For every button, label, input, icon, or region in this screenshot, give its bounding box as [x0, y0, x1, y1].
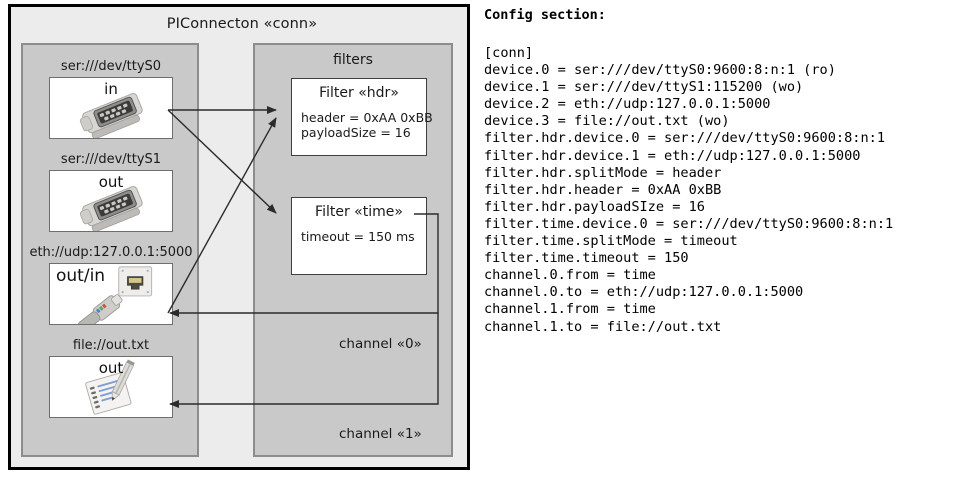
config-line: channel.0.to = eth://udp:127.0.0.1:5000 [484, 284, 804, 301]
channel-label-0: channel «0» [339, 336, 422, 352]
config-line: filter.time.device.0 = ser:///dev/ttyS0:… [484, 215, 894, 232]
device-box-ttys0[interactable]: in [49, 77, 173, 139]
config-line: channel.0.from = time [484, 267, 656, 284]
device-group-file: file://out.txt out [41, 338, 181, 418]
device-direction-label: out [98, 173, 124, 191]
device-caption: file://out.txt [72, 338, 150, 353]
config-line: device.3 = file://out.txt (wo) [484, 113, 730, 130]
device-direction-label: out [98, 359, 124, 377]
config-line: filter.hdr.header = 0xAA 0xBB [484, 181, 722, 198]
notepad-pencil-icon [85, 359, 135, 415]
config-heading: Config section: [484, 7, 606, 23]
filter-title: Filter «time» [315, 204, 403, 220]
filter-property: timeout = 150 ms [301, 229, 415, 244]
channel-label-1: channel «1» [339, 426, 422, 442]
device-box-file[interactable]: out [49, 356, 173, 418]
connector-container: PIConnecton «conn» ser:///dev/ttyS0 in [8, 4, 470, 470]
config-line: device.2 = eth://udp:127.0.0.1:5000 [484, 96, 771, 113]
device-direction-label: out/in [56, 266, 106, 286]
device-box-ttys1[interactable]: out [49, 170, 173, 232]
architecture-diagram: PIConnecton «conn» ser:///dev/ttyS0 in [0, 0, 478, 484]
devices-panel: ser:///dev/ttyS0 in [21, 43, 199, 457]
config-line: device.1 = ser:///dev/ttyS1:115200 (wo) [484, 79, 804, 96]
device-group-eth: eth://udp:127.0.0.1:5000 out/in [29, 245, 193, 325]
config-line: filter.hdr.splitMode = header [484, 164, 722, 181]
filter-property: payloadSize = 16 [301, 125, 411, 140]
device-caption: ser:///dev/ttyS0 [60, 59, 162, 74]
filter-properties: timeout = 150 ms [301, 229, 426, 244]
config-line: [conn] [484, 45, 534, 61]
config-line: filter.hdr.device.0 = ser:///dev/ttyS0:9… [484, 130, 886, 147]
config-line: device.0 = ser:///dev/ttyS0:9600:8:n:1 (… [484, 62, 836, 79]
config-line: filter.hdr.device.1 = eth://udp:127.0.0.… [484, 147, 861, 164]
filters-panel-title: filters [333, 52, 373, 68]
config-line: filter.time.splitMode = timeout [484, 233, 738, 250]
serial-port-icon [79, 93, 143, 138]
device-direction-label: in [104, 80, 118, 98]
filter-box-time[interactable]: Filter «time» timeout = 150 ms [291, 197, 427, 275]
config-line: channel.1.from = time [484, 301, 656, 318]
config-section: Config section: [conn]device.0 = ser:///… [484, 0, 964, 484]
device-caption: ser:///dev/ttyS1 [60, 152, 162, 167]
config-line: filter.time.timeout = 150 [484, 250, 689, 267]
device-group-ttys1: ser:///dev/ttyS1 out [41, 152, 181, 232]
config-lines: [conn]device.0 = ser:///dev/ttyS0:9600:8… [484, 45, 893, 336]
device-group-ttys0: ser:///dev/ttyS0 in [41, 59, 181, 139]
filters-panel: filters Filter «hdr» header = 0xAA 0xBB … [253, 43, 453, 457]
config-line: channel.1.to = file://out.txt [484, 318, 722, 335]
filter-property: header = 0xAA 0xBB [301, 110, 433, 125]
ethernet-jack-icon [77, 266, 153, 324]
config-line: filter.hdr.payloadSIze = 16 [484, 198, 705, 215]
filter-box-hdr[interactable]: Filter «hdr» header = 0xAA 0xBB payloadS… [291, 78, 433, 156]
filter-properties: header = 0xAA 0xBB payloadSize = 16 [301, 110, 433, 140]
filter-title: Filter «hdr» [319, 85, 399, 101]
device-caption: eth://udp:127.0.0.1:5000 [29, 245, 193, 260]
serial-port-icon [79, 186, 143, 231]
device-box-eth[interactable]: out/in [49, 263, 173, 325]
diagram-title: PIConnecton «conn» [166, 16, 318, 32]
